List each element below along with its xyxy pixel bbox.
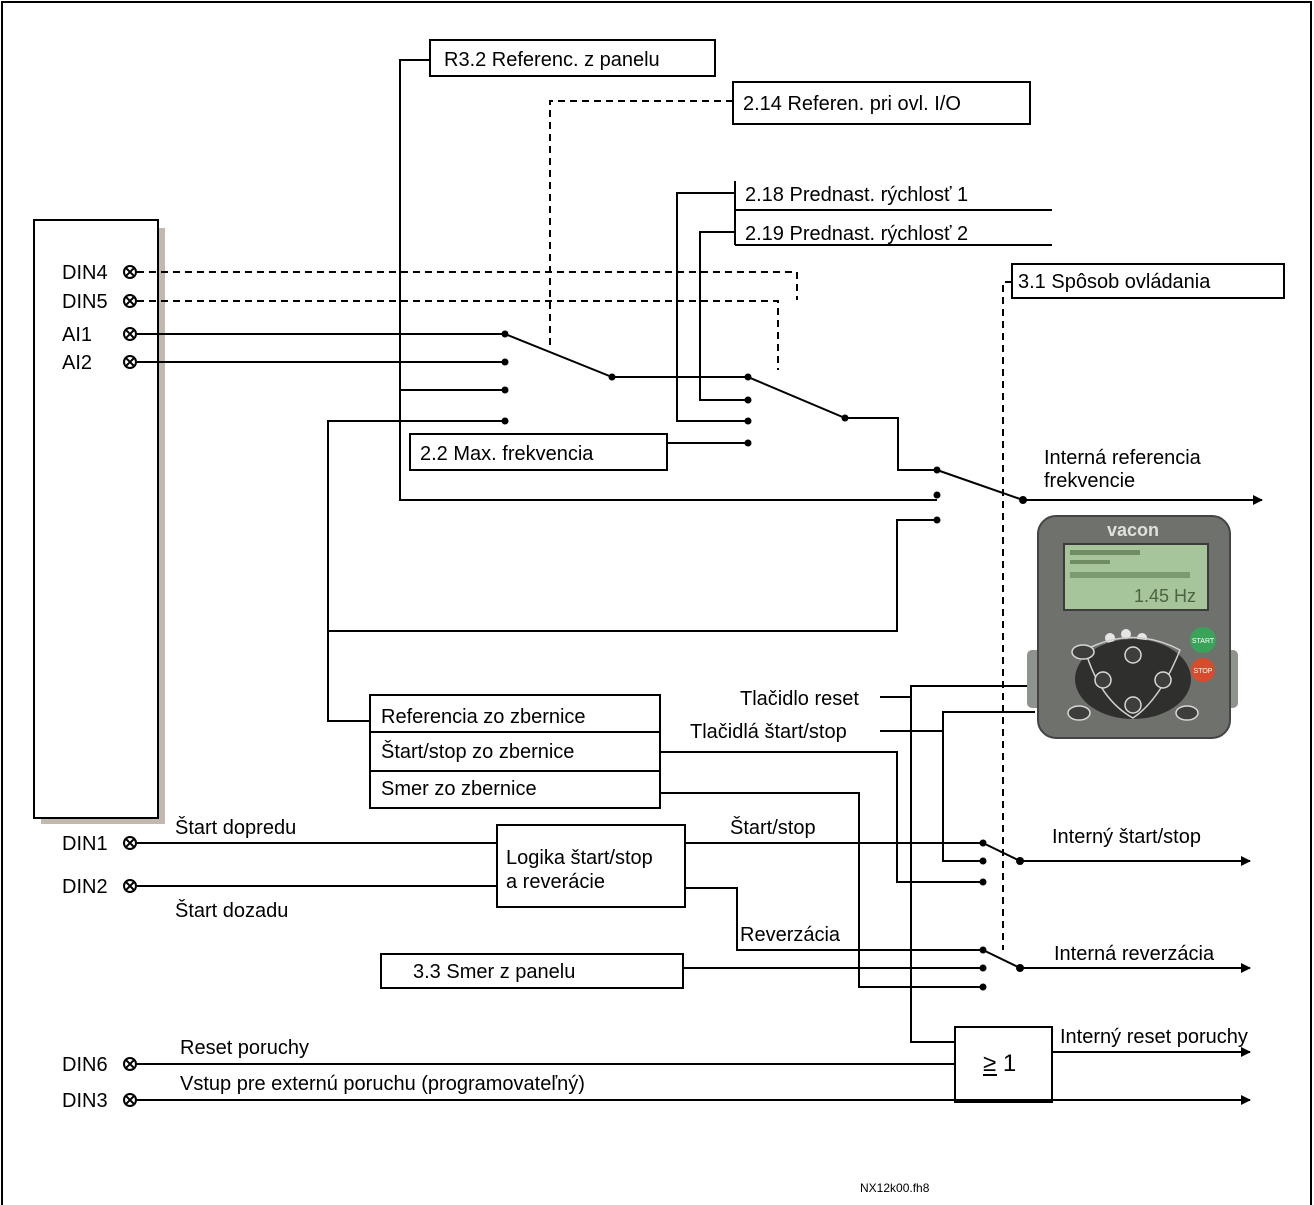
logic-line-2: a reverácie	[506, 871, 605, 893]
param-max-frequency: 2.2 Max. frekvencia	[409, 433, 668, 471]
terminal-din3: DIN3	[62, 1090, 137, 1112]
terminal-symbol-icon	[123, 879, 137, 893]
svg-text:3.3 Smer z panelu: 3.3 Smer z panelu	[413, 961, 575, 983]
keypad-enter-icon	[1175, 705, 1199, 721]
terminal-symbol-icon	[123, 355, 137, 369]
keypad-left-arrow-icon	[1094, 671, 1112, 689]
terminal-label: DIN4	[62, 262, 108, 284]
footer-code: NX12k00.fh8	[860, 1181, 930, 1195]
output-internal-fault-reset: Interný reset poruchy	[1060, 1026, 1248, 1048]
terminal-label: DIN3	[62, 1090, 108, 1112]
fieldbus-reference: Referencia zo zbernice	[381, 706, 586, 728]
keypad-brand: vacon	[1107, 520, 1159, 540]
terminal-symbol-icon	[123, 265, 137, 279]
keypad-right-arrow-icon	[1154, 671, 1172, 689]
label-start-forward: Štart dopredu	[175, 816, 296, 839]
preset-speed-1: 2.18 Prednast. rýchlosť 1	[745, 184, 968, 206]
terminal-label: DIN2	[62, 876, 108, 898]
terminal-label: AI2	[62, 352, 92, 374]
fieldbus-box: Referencia zo zbernice Štart/stop zo zbe…	[369, 694, 661, 809]
svg-text:R3.2 Referenc. z panelu: R3.2 Referenc. z panelu	[444, 49, 660, 71]
keypad-up-arrow-icon	[1124, 646, 1142, 664]
keypad-led-icon	[1121, 629, 1131, 639]
terminal-ai1: AI1	[62, 324, 137, 346]
output-internal-start-stop: Interný štart/stop	[1052, 826, 1201, 848]
keypad-start-label: START	[1192, 638, 1215, 645]
terminal-symbol-icon	[123, 1093, 137, 1107]
keypad-stop-label: STOP	[1194, 668, 1213, 675]
switch-contacts	[501, 330, 1027, 991]
keypad-reset-icon	[1071, 644, 1095, 660]
output-internal-reference-1: Interná referencia	[1044, 447, 1202, 469]
or-gate: ≥ 1	[954, 1026, 1053, 1103]
fieldbus-start-stop: Štart/stop zo zbernice	[381, 740, 574, 763]
reference-wiring	[137, 59, 1263, 950]
terminal-block	[33, 219, 165, 824]
start-stop-wiring	[137, 685, 1251, 1105]
terminal-din6: DIN6	[62, 1054, 137, 1076]
label-start-reverse: Štart dozadu	[175, 899, 288, 922]
label-external-fault: Vstup pre externú poruchu (programovateľ…	[180, 1073, 585, 1095]
keypad-image: vacon 1.45 Hz START STOP	[1027, 515, 1238, 739]
terminal-label: DIN1	[62, 833, 108, 855]
label-reversal: Reverzácia	[740, 924, 841, 946]
terminal-label: DIN6	[62, 1054, 108, 1076]
terminal-din2: DIN2	[62, 876, 137, 898]
terminal-symbol-icon	[123, 1057, 137, 1071]
terminal-din4: DIN4	[62, 262, 137, 284]
param-preset-speeds: 2.18 Prednast. rýchlosť 1 2.19 Prednast.…	[734, 181, 1052, 246]
label-start-stop: Štart/stop	[730, 816, 816, 839]
label-reset-button: Tlačidlo reset	[740, 688, 859, 710]
keypad-display-value: 1.45 Hz	[1134, 586, 1196, 606]
terminal-symbol-icon	[123, 294, 137, 308]
terminal-symbol-icon	[123, 836, 137, 850]
svg-text:≥ 1: ≥ 1	[983, 1050, 1016, 1077]
output-internal-reference-2: frekvencie	[1044, 470, 1135, 492]
terminal-label: DIN5	[62, 291, 108, 313]
logic-line-1: Logika štart/stop	[506, 847, 653, 869]
terminal-din5: DIN5	[62, 291, 137, 313]
keypad-start-button-icon	[1190, 627, 1216, 653]
param-io-reference: 2.14 Referen. pri ovl. I/O	[732, 81, 1031, 125]
param-panel-direction: 3.3 Smer z panelu	[380, 953, 684, 989]
keypad-select-icon	[1067, 705, 1091, 721]
terminal-symbol-icon	[123, 327, 137, 341]
terminal-label: AI1	[62, 324, 92, 346]
preset-speed-2: 2.19 Prednast. rýchlosť 2	[745, 223, 968, 245]
terminal-din1: DIN1	[62, 833, 137, 855]
param-panel-reference: R3.2 Referenc. z panelu	[429, 39, 716, 77]
keypad-stop-button-icon	[1191, 658, 1215, 682]
terminal-ai2: AI2	[62, 352, 137, 374]
svg-text:3.1 Spôsob ovládania: 3.1 Spôsob ovládania	[1018, 271, 1211, 293]
start-stop-logic-box: Logika štart/stop a reverácie	[496, 824, 686, 908]
keypad-down-arrow-icon	[1124, 696, 1142, 714]
label-fault-reset: Reset poruchy	[180, 1037, 309, 1059]
fieldbus-direction: Smer zo zbernice	[381, 778, 537, 800]
param-control-place: 3.1 Spôsob ovládania	[1011, 263, 1285, 299]
svg-text:2.2 Max. frekvencia: 2.2 Max. frekvencia	[420, 443, 594, 465]
label-start-stop-buttons: Tlačidlá štart/stop	[690, 721, 847, 743]
svg-text:2.14 Referen. pri ovl. I/O: 2.14 Referen. pri ovl. I/O	[743, 93, 961, 115]
output-internal-reversal: Interná reverzácia	[1054, 943, 1215, 965]
